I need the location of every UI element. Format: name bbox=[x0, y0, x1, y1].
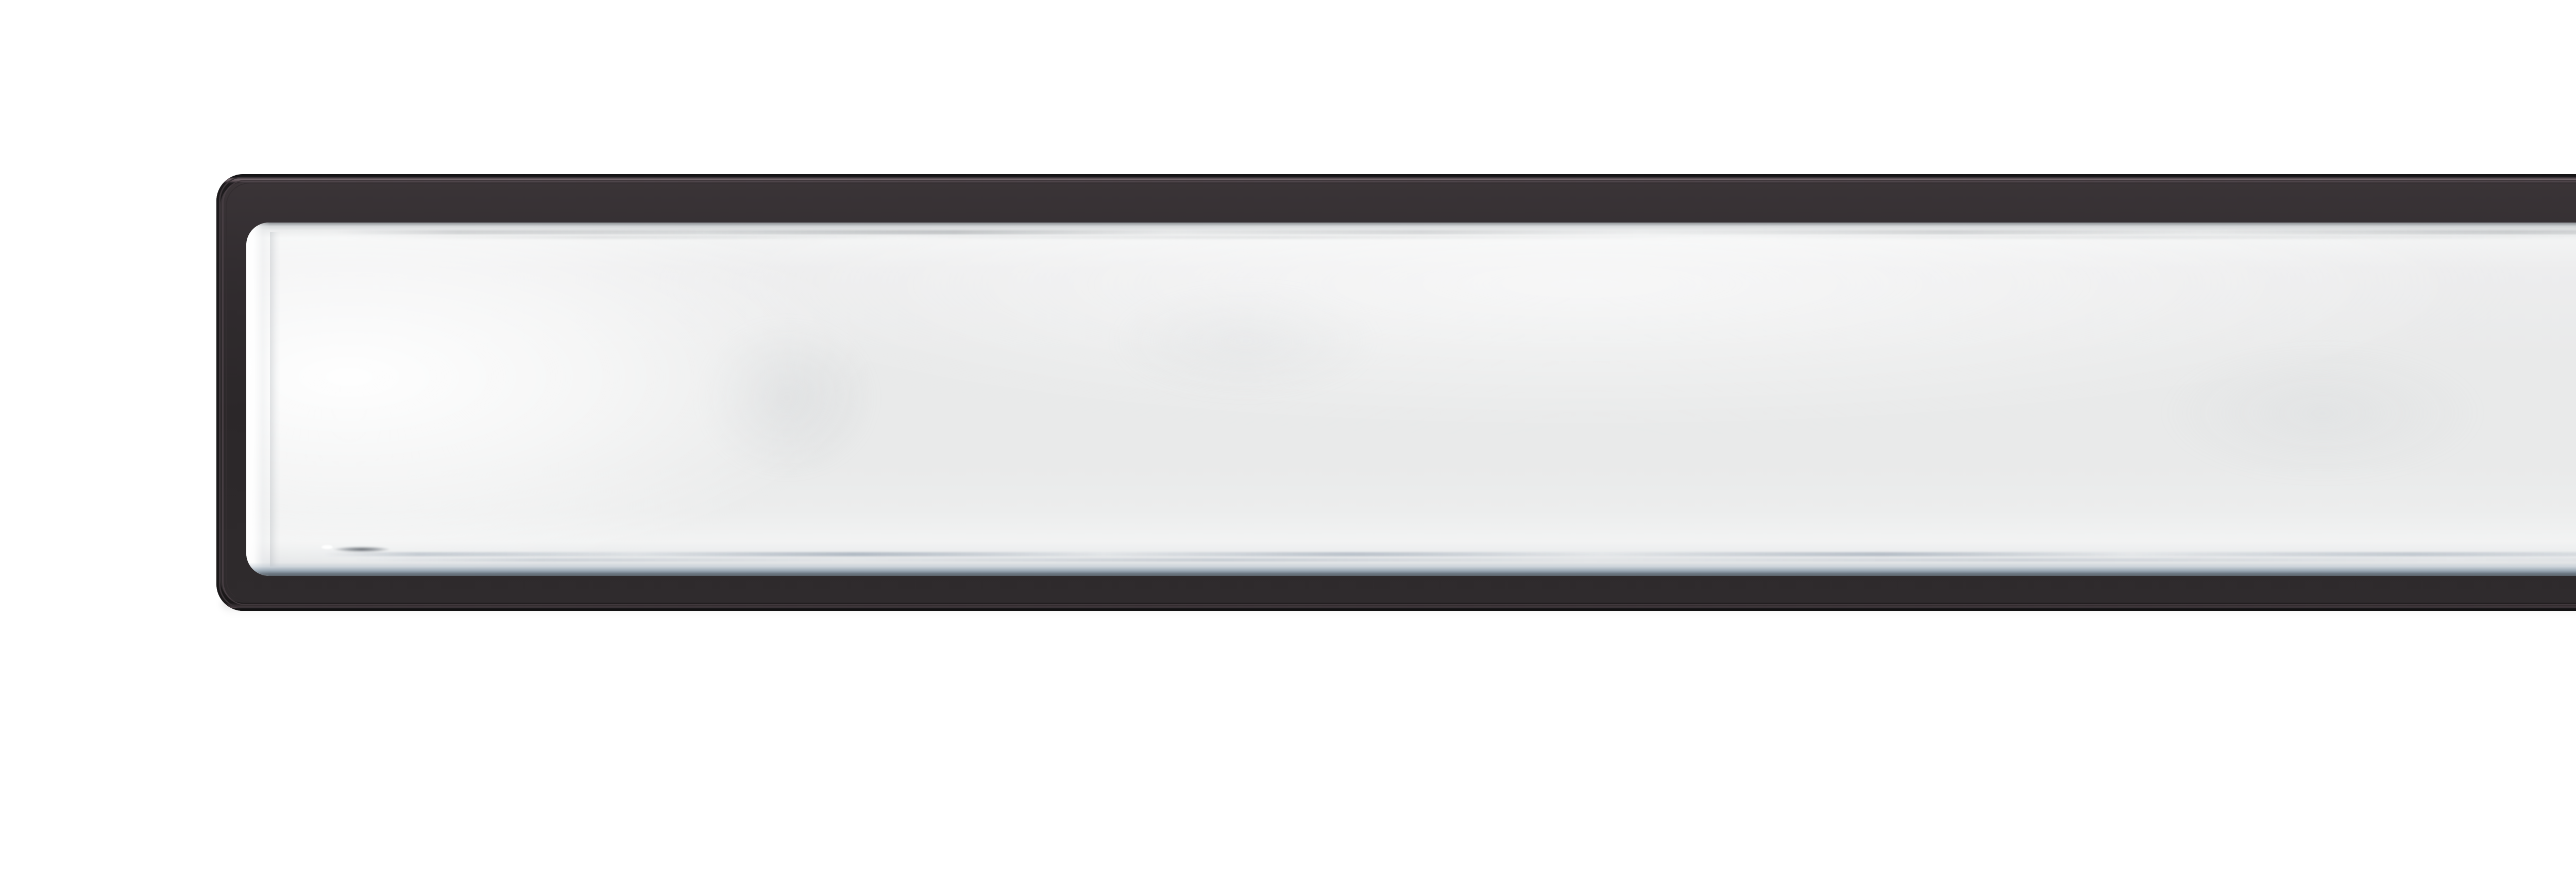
display-inner-band bbox=[270, 232, 280, 567]
bezel-bottom-edge bbox=[216, 608, 2576, 611]
display-specular-sheen bbox=[246, 223, 2576, 576]
bezel-top-highlight bbox=[216, 177, 2576, 183]
display-bottom-edge-reflection bbox=[246, 562, 2576, 576]
display-left-edge-glow bbox=[246, 223, 270, 576]
display-top-edge-glow bbox=[246, 223, 2576, 231]
device-chassis bbox=[216, 174, 2576, 611]
display-panel[interactable] bbox=[246, 223, 2576, 576]
